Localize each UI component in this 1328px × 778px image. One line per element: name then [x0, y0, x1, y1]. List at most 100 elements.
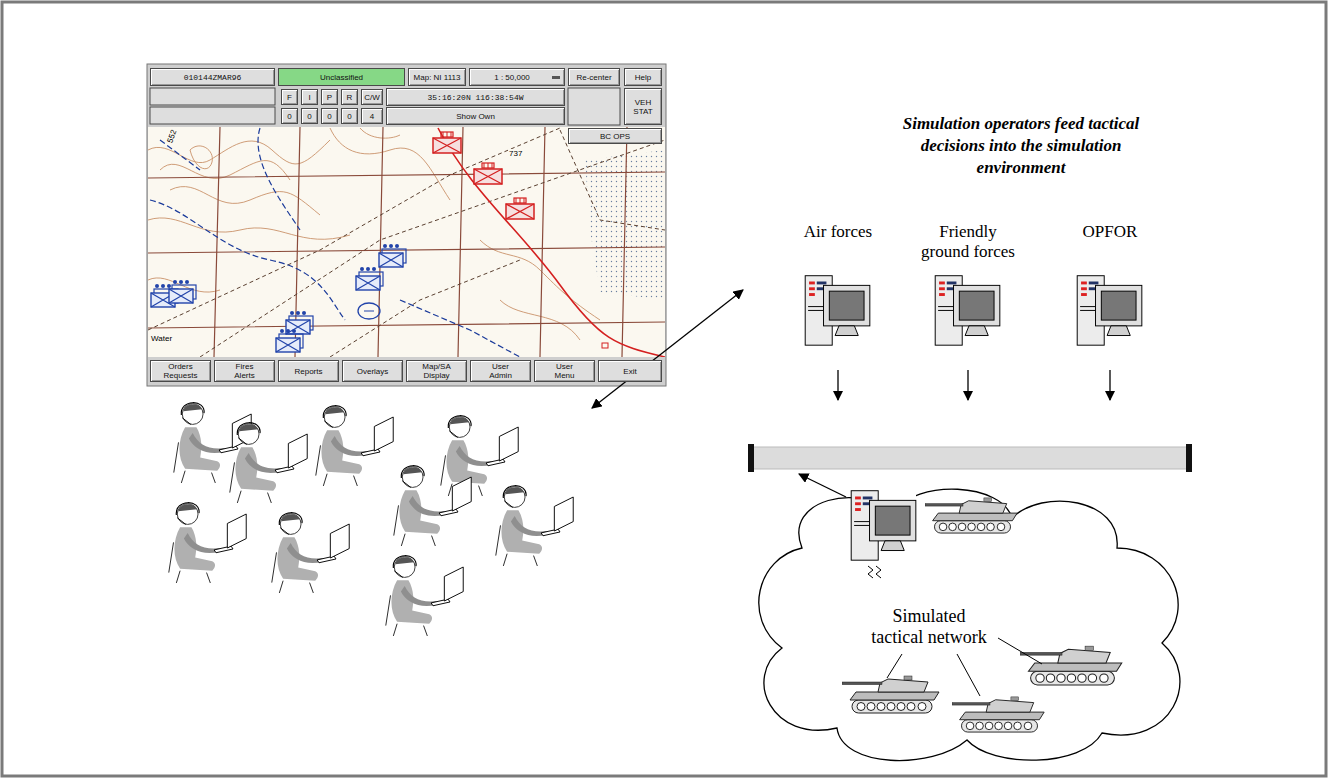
date-time-field: 010144ZMAR96 [150, 68, 275, 86]
node-text: Re-center [576, 73, 611, 82]
empty-field [150, 88, 275, 105]
bus-end-cap [748, 444, 754, 472]
map [148, 127, 665, 357]
node-text: 35:16:20N 116:38:54W [427, 93, 523, 102]
down-arrow [837, 370, 838, 400]
menu-button: Overlays [342, 360, 403, 382]
menu-button: Exit [598, 360, 662, 382]
computer-icon [935, 276, 1000, 345]
gui-screen [147, 64, 666, 386]
menu-button: User Menu [534, 360, 595, 382]
node-text: Map: NI 1113 [414, 73, 461, 82]
node-text: BC OPS [600, 132, 630, 141]
cloud-outline [759, 489, 1180, 760]
node-text: Help [635, 73, 651, 82]
computer-icon [851, 491, 916, 560]
filter-button: P [321, 89, 338, 105]
drawing-part [480, 240, 600, 320]
tank-icon [1020, 646, 1122, 685]
drawing-part [360, 128, 400, 138]
operator-figure [496, 486, 573, 566]
force-label: Friendly ground forces [913, 222, 1023, 262]
count-field: 0 [301, 108, 318, 124]
menu-button: Reports [278, 360, 339, 382]
drawing-part [170, 187, 320, 215]
operator-figure [394, 466, 471, 546]
count-field: 0 [321, 108, 338, 124]
node-text: Simulated tactical network [865, 606, 993, 648]
double-arrow [592, 290, 743, 408]
node-text: Map/SA Display [419, 362, 454, 380]
friendly-unit-symbol [379, 244, 406, 267]
force-label: Air forces [778, 222, 898, 242]
node-text: Overlays [357, 367, 389, 376]
count-field: 0 [341, 108, 358, 124]
leader-line [998, 638, 1042, 664]
gui-button: Show Own [386, 107, 565, 125]
roads [148, 128, 665, 357]
node-text: 010144ZMAR96 [184, 73, 242, 82]
enemy-unit-symbol [506, 198, 534, 219]
node-text: 0 [347, 112, 351, 121]
map-ground [148, 127, 665, 357]
count-field: 4 [361, 108, 383, 124]
up-arrow [799, 474, 846, 497]
node-text: R [347, 93, 353, 102]
bus-end-cap [1186, 444, 1192, 472]
tank-icon [925, 498, 1017, 533]
friendly-oval-mark [364, 311, 374, 312]
map-sheet-field: Map: NI 1113 [408, 68, 466, 86]
menu-button: Fires Alerts [214, 360, 275, 382]
filter-button: F [281, 89, 298, 105]
friendly-oval-symbol [358, 303, 380, 319]
tank-icon [952, 697, 1044, 732]
node-text: P [327, 93, 332, 102]
computer-icon [805, 276, 870, 345]
friendly-unit-symbol [286, 311, 313, 334]
node-text: Show Own [456, 112, 495, 121]
node-text: 0 [327, 112, 331, 121]
drawing-part [330, 260, 520, 357]
leader-line [957, 654, 980, 696]
empty-field [568, 88, 620, 125]
classification-banner: Unclassified [278, 68, 405, 86]
operator-figure [169, 503, 246, 583]
wireless-mark [868, 566, 881, 578]
coordinate-field: 35:16:20N 116:38:54W [386, 88, 565, 106]
operator-figure [441, 416, 518, 496]
force-label: OPFOR [1050, 222, 1170, 242]
node-text: Reports [294, 367, 322, 376]
node-text: 0 [287, 112, 291, 121]
node-text: I [308, 93, 310, 102]
red-marker [602, 343, 608, 348]
node-text: Fires Alerts [227, 362, 262, 380]
down-arrow [967, 370, 968, 400]
drawing-part [200, 140, 665, 357]
figure-heading: Simulation operators feed tactical decis… [886, 113, 1156, 179]
count-field: 0 [281, 108, 298, 124]
node-text: User Admin [483, 362, 518, 380]
drawing-part [258, 128, 300, 230]
gui-button: Re-center [568, 68, 620, 86]
menu-button: Orders Requests [150, 360, 211, 382]
node-text: C/W [364, 93, 380, 102]
scale-dropdown: 1 : 50,000 [469, 68, 565, 86]
drawing-part [150, 200, 345, 320]
operator-figure [386, 556, 463, 636]
node-text: VEH STAT [627, 98, 659, 116]
empty-field [150, 107, 275, 124]
drawing-part [160, 140, 200, 170]
unit-designation: 737 [508, 149, 523, 158]
node-text: 1 : 50,000 [494, 73, 530, 82]
filter-button: C/W [361, 89, 383, 105]
friendly-unit-symbol [356, 267, 383, 290]
gui-button: VEH STAT [624, 88, 662, 125]
cloud-shape [742, 478, 1197, 768]
node-text: 4 [370, 112, 374, 121]
menu-button: Map/SA Display [406, 360, 467, 382]
drawing-part [214, 127, 627, 357]
computer-backing [852, 486, 916, 564]
drawing-part [400, 300, 520, 357]
gui-button: Help [624, 68, 662, 86]
